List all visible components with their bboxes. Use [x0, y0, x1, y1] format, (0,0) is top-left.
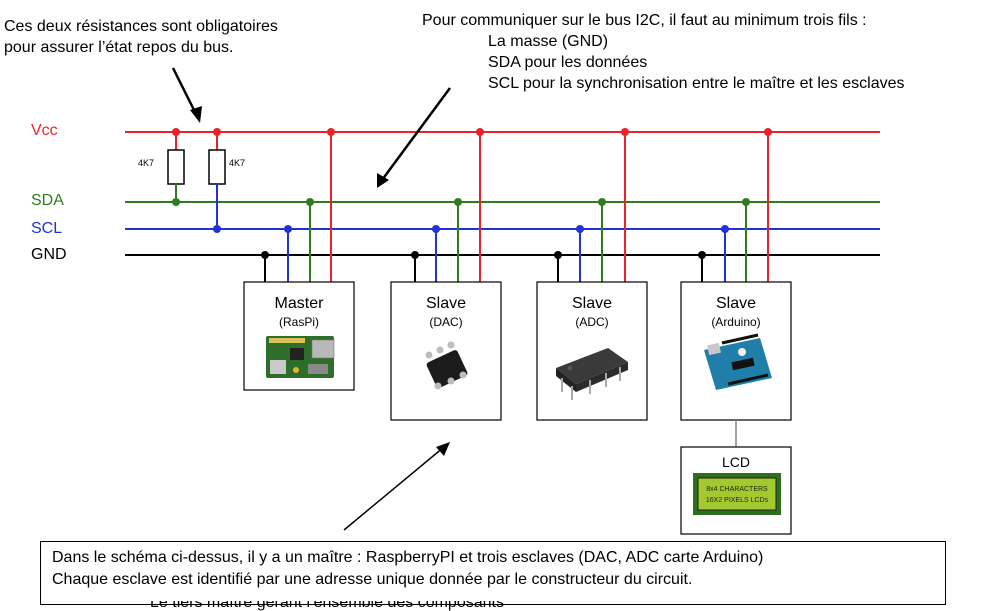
raspberry-pi-board-icon: [266, 336, 335, 378]
cut-off-text: Le tiers maître gérant l’ensemble des co…: [150, 601, 710, 611]
lcd-label: LCD: [722, 454, 750, 470]
arduino-connections: [698, 128, 772, 282]
device-dac: Slave (DAC): [390, 281, 502, 421]
device-adc: Slave (ADC): [536, 281, 648, 421]
explanation-line: Dans le schéma ci-dessus, il y a un maît…: [52, 549, 764, 566]
wire-item: SCL pour la synchronisation entre le maî…: [488, 75, 905, 92]
lcd-screen-line: 16X2 PIXELS LCDs: [706, 497, 769, 504]
note-line: Ces deux résistances sont obligatoires: [4, 18, 278, 35]
device-arduino: Slave (Arduino): [680, 281, 792, 421]
bus-label-sda: SDA: [31, 192, 64, 209]
wires-note: Pour communiquer sur le bus I2C, il faut…: [422, 10, 905, 94]
cut-off-line: Le tiers maître gérant l’ensemble des co…: [150, 601, 504, 611]
bus-label-gnd: GND: [31, 246, 67, 263]
pullup-resistor-scl: 4K7: [208, 132, 245, 229]
resistor-label: 4K7: [138, 158, 154, 168]
master-connections: [261, 128, 335, 282]
device-detail: (ADC): [575, 315, 608, 329]
bus-label-scl: SCL: [31, 220, 62, 237]
adc-chip-icon: [556, 348, 628, 400]
device-detail: (RasPi): [279, 315, 319, 329]
lcd-screen-line: 8x4 CHARACTERS: [706, 486, 768, 493]
explanation-line: Chaque esclave est identifié par une adr…: [52, 571, 693, 588]
note-line: pour assurer l’état repos du bus.: [4, 39, 234, 56]
wire-item: La masse (GND): [488, 33, 609, 50]
arduino-board-icon: [704, 333, 772, 390]
device-detail: (DAC): [429, 315, 462, 329]
arrow-to-resistors: [171, 67, 202, 123]
arrow-to-slaves: [343, 442, 450, 531]
device-role: Master: [275, 295, 325, 312]
dac-chip-icon: [425, 341, 468, 390]
device-detail: (Arduino): [711, 315, 760, 329]
pullup-resistor-sda: 4K7: [138, 132, 185, 202]
arrow-to-bus-wires: [377, 87, 452, 188]
device-role: Slave: [426, 295, 466, 312]
device-role: Slave: [716, 295, 756, 312]
wires-heading: Pour communiquer sur le bus I2C, il faut…: [422, 12, 867, 29]
explanation-box: Dans le schéma ci-dessus, il y a un maît…: [40, 541, 946, 605]
wire-item: SDA pour les données: [488, 54, 648, 71]
device-role: Slave: [572, 295, 612, 312]
resistors-note: Ces deux résistances sont obligatoires p…: [4, 16, 278, 58]
device-master: Master (RasPi): [243, 281, 355, 391]
adc-connections: [554, 128, 629, 282]
lcd-device: LCD 8x4 CHARACTERS 16X2 PIXELS LCDs: [680, 446, 792, 535]
lcd-module-icon: 8x4 CHARACTERS 16X2 PIXELS LCDs: [693, 473, 781, 515]
bus-label-vcc: Vcc: [31, 122, 58, 139]
resistor-label: 4K7: [229, 158, 245, 168]
dac-connections: [411, 128, 484, 282]
